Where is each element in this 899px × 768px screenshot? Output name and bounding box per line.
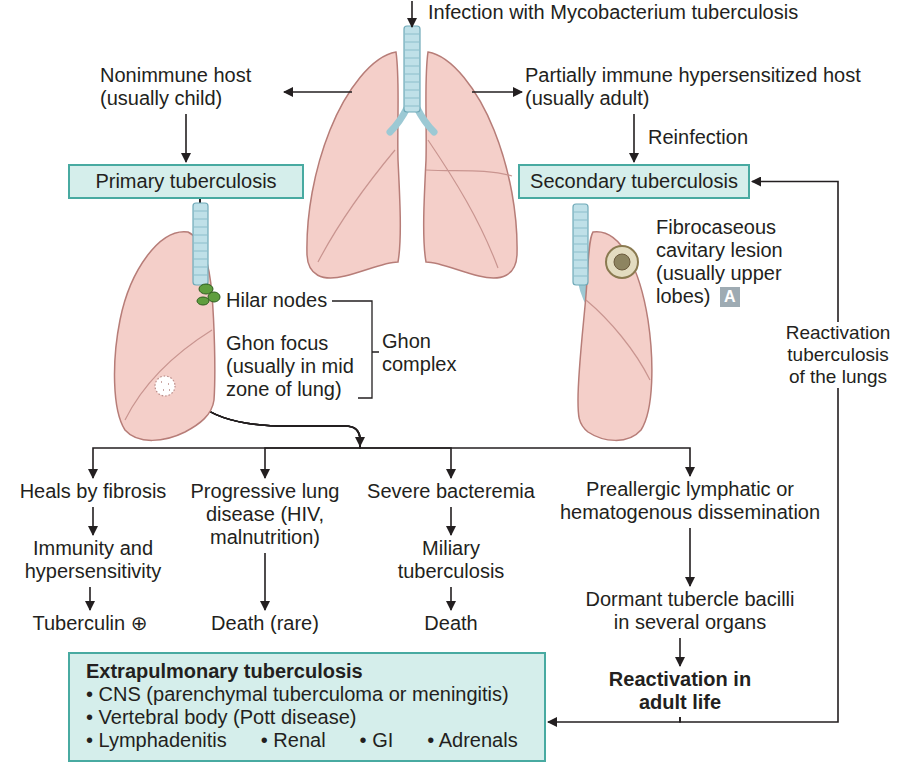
node-text: Secondary tuberculosis	[528, 170, 740, 193]
node-text: Heals by fibrosis	[8, 480, 178, 503]
connector-arrow	[548, 717, 680, 722]
trachea-rings	[193, 211, 208, 275]
right-lung	[424, 52, 517, 278]
node-text: Partially immune hypersensitized host (u…	[525, 64, 887, 110]
flow-step: Infection with Mycobacterium tuberculosi…	[428, 1, 798, 24]
node-text: Nonimmune host (usually child)	[100, 64, 280, 110]
hilar-node	[208, 292, 220, 302]
lung-fissure	[428, 140, 498, 268]
node-text: Preallergic lymphatic or hematogenous di…	[555, 478, 825, 524]
flow-step: Dormant tubercle bacilli in several orga…	[583, 588, 798, 634]
part-label: Hilar nodes	[226, 289, 327, 312]
lung	[578, 232, 652, 441]
connector-arrow	[185, 114, 187, 162]
trachea	[193, 203, 208, 285]
lung-fissure	[426, 170, 512, 176]
host-arrow	[472, 91, 522, 93]
secondary-lung	[573, 204, 652, 440]
node-text: • Vertebral body (Pott disease)	[86, 706, 528, 729]
trachea-rings	[573, 212, 588, 276]
part-label: Ghon complex	[382, 330, 462, 376]
primary-lung	[115, 203, 379, 447]
flow-step: Progressive lung disease (HIV, malnutrit…	[183, 480, 348, 549]
connector-arrow	[679, 638, 681, 666]
trachea	[573, 204, 588, 285]
flow-step: Heals by fibrosis	[8, 480, 178, 503]
connector-arrow	[92, 507, 94, 535]
connector-arrow	[450, 587, 452, 610]
trachea	[404, 26, 420, 112]
flow-step: Tuberculin ⊕	[10, 612, 170, 635]
lung-fissure	[318, 150, 395, 262]
host-arrow	[284, 91, 352, 93]
flow-step: Death	[391, 612, 511, 635]
node-text: Tuberculin ⊕	[10, 612, 170, 635]
node-text: • GI	[360, 729, 394, 752]
lung-fissure	[586, 300, 650, 380]
edge-label: Reinfection	[648, 126, 748, 149]
box-heading: Extrapulmonary tuberculosis	[86, 660, 528, 683]
node-text: • CNS (parenchymal tuberculoma or mening…	[86, 683, 528, 706]
node-text: Severe bacteremia	[351, 480, 551, 503]
cavitary-lesion	[606, 246, 638, 278]
flow-step: Reactivation in adult life	[605, 668, 755, 714]
part-label: Ghon focus (usually in mid zone of lung)	[226, 332, 366, 401]
hilar-node	[197, 297, 209, 305]
connector-arrow	[633, 114, 635, 162]
callout-letter: A	[720, 287, 740, 307]
node-text: Progressive lung disease (HIV, malnutrit…	[183, 480, 348, 549]
lung-fissure	[125, 330, 212, 420]
infection-arrow	[411, 1, 413, 27]
process-box: Secondary tuberculosis	[518, 164, 750, 199]
flow-step: Nonimmune host (usually child)	[100, 64, 280, 110]
bus-arrowhead	[355, 437, 365, 447]
connector-arrow	[89, 587, 91, 610]
left-lung	[307, 52, 400, 278]
node-text: • Renal	[261, 729, 326, 752]
process-box: Extrapulmonary tuberculosis• CNS (parenc…	[68, 652, 546, 762]
whole-lungs	[284, 1, 522, 278]
node-text: • Lymphadenitis	[86, 729, 227, 752]
flow-step: Partially immune hypersensitized host (u…	[525, 64, 887, 110]
node-text: Death (rare)	[190, 612, 340, 635]
flow-step: Severe bacteremia	[351, 480, 551, 503]
connector-arrow	[689, 528, 691, 586]
node-text: Immunity and hypersensitivity	[16, 537, 171, 583]
node-text: • Adrenals	[427, 729, 517, 752]
ghon-focus	[155, 376, 175, 396]
node-text: Miliary tuberculosis	[391, 537, 511, 583]
node-text: Infection with Mycobacterium tuberculosi…	[428, 1, 798, 24]
process-box: Primary tuberculosis	[68, 164, 304, 199]
bullet-row: • Lymphadenitis • Renal • GI • Adrenals	[86, 729, 528, 752]
ghon-focus-speckle	[161, 382, 170, 390]
node-text: Death	[391, 612, 511, 635]
node-text: Reactivation in adult life	[605, 668, 755, 714]
connector-arrow	[450, 507, 452, 535]
trachea-rings	[404, 34, 420, 106]
flow-step: Death (rare)	[190, 612, 340, 635]
flow-step: Miliary tuberculosis	[391, 537, 511, 583]
cavitary-lesion-core	[614, 254, 630, 270]
flow-step: Immunity and hypersensitivity	[16, 537, 171, 583]
node-text: Primary tuberculosis	[78, 170, 294, 193]
connector-arrow	[264, 553, 266, 610]
edge-label: Reactivation tuberculosis of the lungs	[782, 322, 894, 388]
flow-step: Preallergic lymphatic or hematogenous di…	[555, 478, 825, 524]
node-text: Dormant tubercle bacilli in several orga…	[583, 588, 798, 634]
